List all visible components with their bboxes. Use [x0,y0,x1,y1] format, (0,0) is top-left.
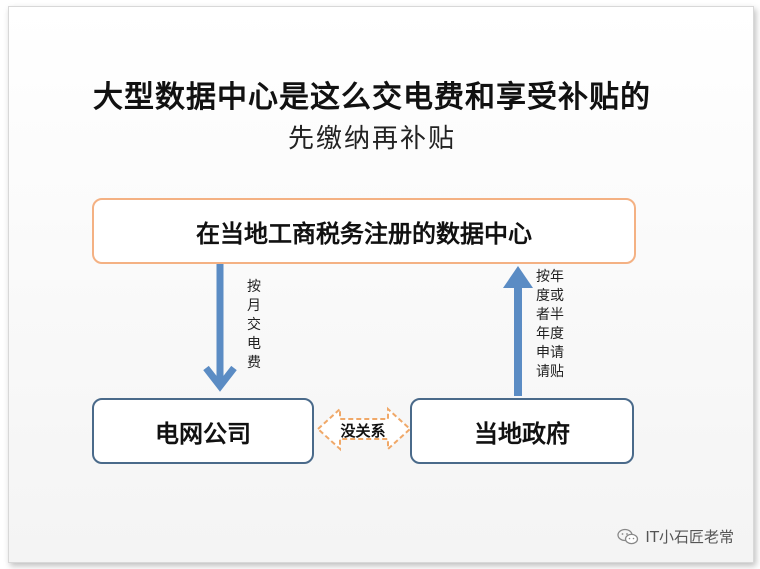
watermark: IT小石匠老常 [617,526,734,547]
label-apply-subsidy: 按年度或者半年度申请请贴 [536,269,564,380]
wechat-icon [617,528,639,544]
node-data-center: 在当地工商税务注册的数据中心 [92,198,636,264]
label-no-relation: 没关系 [340,422,386,440]
watermark-text: IT小石匠老常 [645,528,734,546]
arrow-apply-subsidy [503,266,533,396]
label-pay-monthly: 按月交电费 [247,279,261,371]
node-local-gov: 当地政府 [410,398,634,464]
page-subtitle: 先缴纳再补贴 [287,124,456,154]
page-title: 大型数据中心是这么交电费和享受补贴的 [93,80,651,115]
slide [8,6,754,563]
arrow-pay-monthly [203,262,237,392]
arrow-no-relation [316,406,412,452]
node-power-grid: 电网公司 [92,398,314,464]
